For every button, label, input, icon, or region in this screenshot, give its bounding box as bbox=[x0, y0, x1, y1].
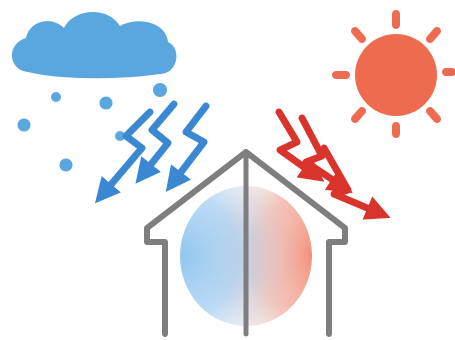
rain-drop bbox=[100, 97, 113, 110]
sun-body bbox=[355, 34, 437, 116]
rain-drop bbox=[60, 159, 73, 172]
cold-arrows bbox=[108, 104, 206, 188]
heat-arrows bbox=[279, 112, 372, 210]
rain-drop bbox=[51, 92, 61, 102]
cold-arrow bbox=[178, 106, 206, 176]
cloud-icon bbox=[12, 12, 176, 78]
cold-arrow bbox=[108, 112, 150, 188]
sun-icon bbox=[336, 14, 452, 134]
rain-drops bbox=[18, 83, 168, 172]
house-icon bbox=[147, 152, 345, 334]
rain-drop bbox=[18, 119, 31, 132]
rain-drop bbox=[153, 83, 167, 97]
